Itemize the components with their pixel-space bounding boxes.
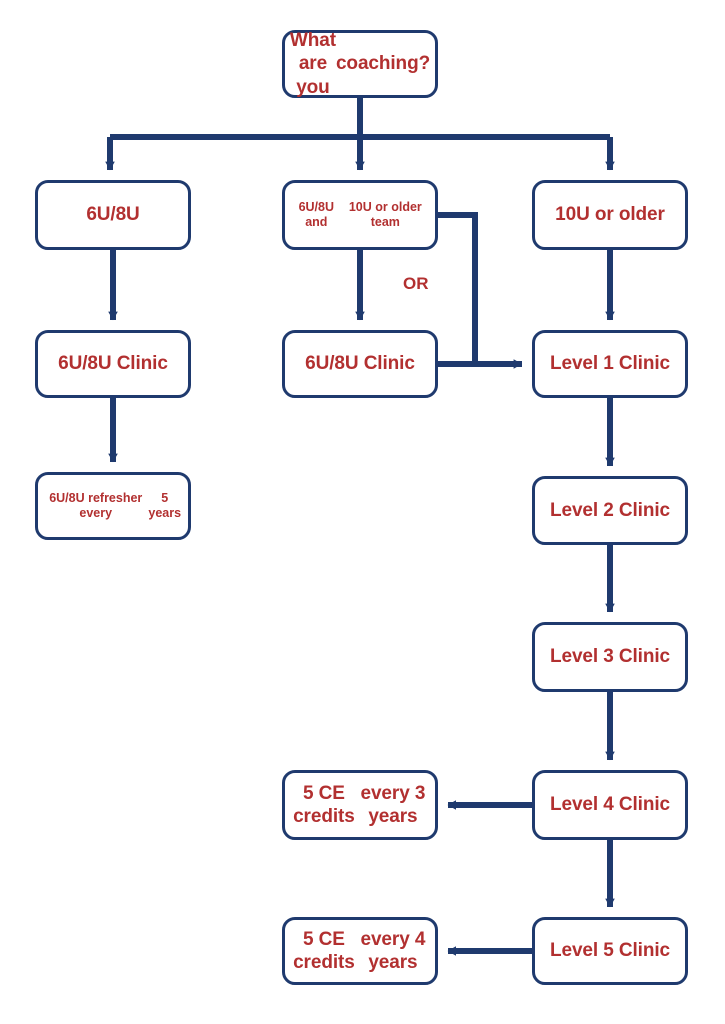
or-label: OR: [403, 274, 429, 293]
node-label-line: 5 years: [148, 490, 182, 520]
node-label-line: 6U/8U and: [298, 199, 335, 229]
node-label-line: every 3 years: [360, 782, 426, 827]
node-level-5[interactable]: Level 5 Clinic: [532, 917, 688, 985]
node-left-clinic[interactable]: 6U/8U Clinic: [35, 330, 191, 398]
node-label-line: 10U or older team: [348, 199, 422, 229]
node-branch-left[interactable]: 6U/8U: [35, 180, 191, 250]
node-level-3[interactable]: Level 3 Clinic: [532, 622, 688, 692]
node-label-line: Level 3 Clinic: [549, 646, 671, 668]
node-label-line: 6U/8U Clinic: [305, 353, 415, 375]
node-label-line: 10U or older: [555, 204, 665, 226]
node-label-line: 6U/8U: [86, 204, 140, 226]
node-label-line: 5 CE credits: [293, 928, 355, 973]
node-level-4[interactable]: Level 4 Clinic: [532, 770, 688, 840]
node-middle-clinic[interactable]: 6U/8U Clinic: [282, 330, 438, 398]
edge-middle-to-level1: [438, 212, 478, 364]
node-label-line: Level 4 Clinic: [549, 794, 671, 816]
node-branch-right[interactable]: 10U or older: [532, 180, 688, 250]
node-level-2[interactable]: Level 2 Clinic: [532, 476, 688, 545]
node-label-line: every 4 years: [360, 928, 426, 973]
node-label-line: 5 CE credits: [293, 782, 355, 827]
node-label-line: coaching?: [335, 53, 431, 75]
node-label-line: What are you: [289, 30, 336, 98]
node-label-line: 6U/8U refresher every: [49, 490, 143, 520]
node-label-line: Level 2 Clinic: [549, 499, 671, 521]
node-label-line: Level 1 Clinic: [549, 353, 671, 375]
node-branch-middle[interactable]: 6U/8U and 10U or older team: [282, 180, 438, 250]
node-label-line: Level 5 Clinic: [549, 940, 671, 962]
node-label-line: 6U/8U Clinic: [58, 353, 168, 375]
node-level-1[interactable]: Level 1 Clinic: [532, 330, 688, 398]
